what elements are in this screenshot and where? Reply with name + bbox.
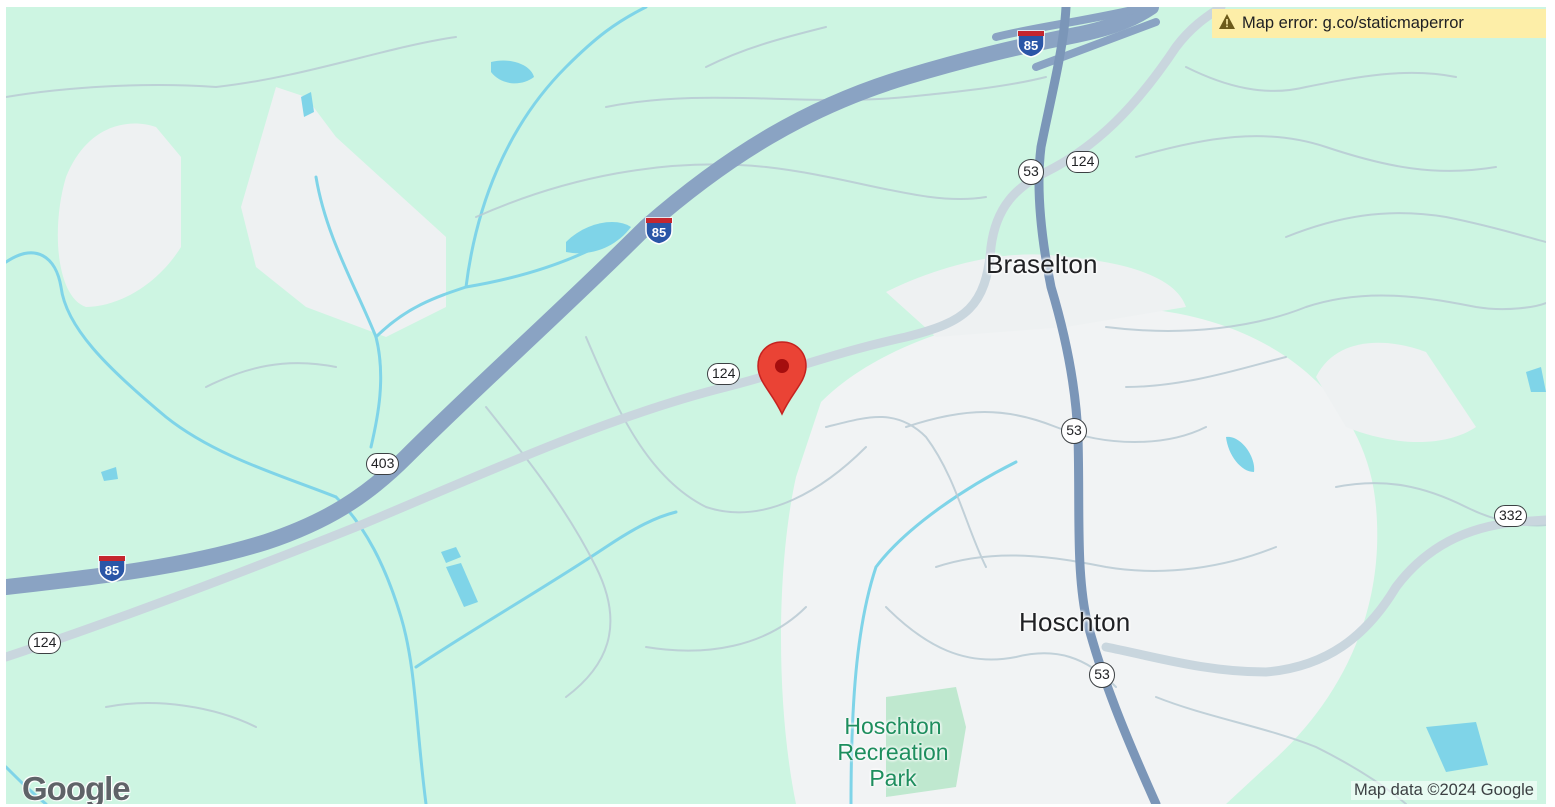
i85-road-lane xyxy=(1032,18,1160,71)
state-roads xyxy=(6,7,1546,677)
water-bodies xyxy=(101,60,1546,772)
sr124-shield: 124 xyxy=(1066,151,1100,173)
interstate-85-shield: 85 xyxy=(1016,28,1046,58)
map-base-layer xyxy=(6,7,1546,804)
subdivision-area xyxy=(1316,342,1476,442)
sr124-road xyxy=(6,7,1226,662)
map-canvas[interactable]: 85 85 85 124 124 124 403 332 53 53 53 Br… xyxy=(6,7,1546,804)
subdivision-area xyxy=(57,123,181,307)
sr124-shield: 124 xyxy=(707,363,741,385)
map-error-text: Map error: g.co/staticmaperror xyxy=(1242,14,1464,32)
place-label-hoschton: Hoschton xyxy=(1019,607,1131,637)
sr124-shield: 124 xyxy=(28,632,62,654)
place-label-braselton: Braselton xyxy=(986,249,1098,279)
interstate-85-shield: 85 xyxy=(644,215,674,245)
minor-roads xyxy=(6,26,1546,804)
subdivision-area xyxy=(241,87,446,337)
sr53-shield: 53 xyxy=(1089,662,1115,688)
google-logo[interactable]: Google xyxy=(22,770,131,804)
sr53-shield: 53 xyxy=(1018,159,1044,185)
sr403-shield: 403 xyxy=(366,453,400,475)
warning-icon xyxy=(1219,14,1235,29)
sr332-road xyxy=(1101,515,1546,677)
interstate-85-shield: 85 xyxy=(97,553,127,583)
map-error-banner[interactable]: Map error: g.co/staticmaperror xyxy=(1212,9,1546,38)
park-area xyxy=(886,687,966,797)
sr53-road xyxy=(1034,7,1161,804)
sr53-shield: 53 xyxy=(1061,418,1087,444)
map-attribution: Map data ©2024 Google xyxy=(1350,781,1537,800)
streams xyxy=(6,7,1018,804)
park-label-hoschton-recreation-park: Hoschton Recreation Park xyxy=(837,713,949,791)
sr332-shield: 332 xyxy=(1494,505,1528,527)
map-pin-icon[interactable] xyxy=(756,340,808,416)
